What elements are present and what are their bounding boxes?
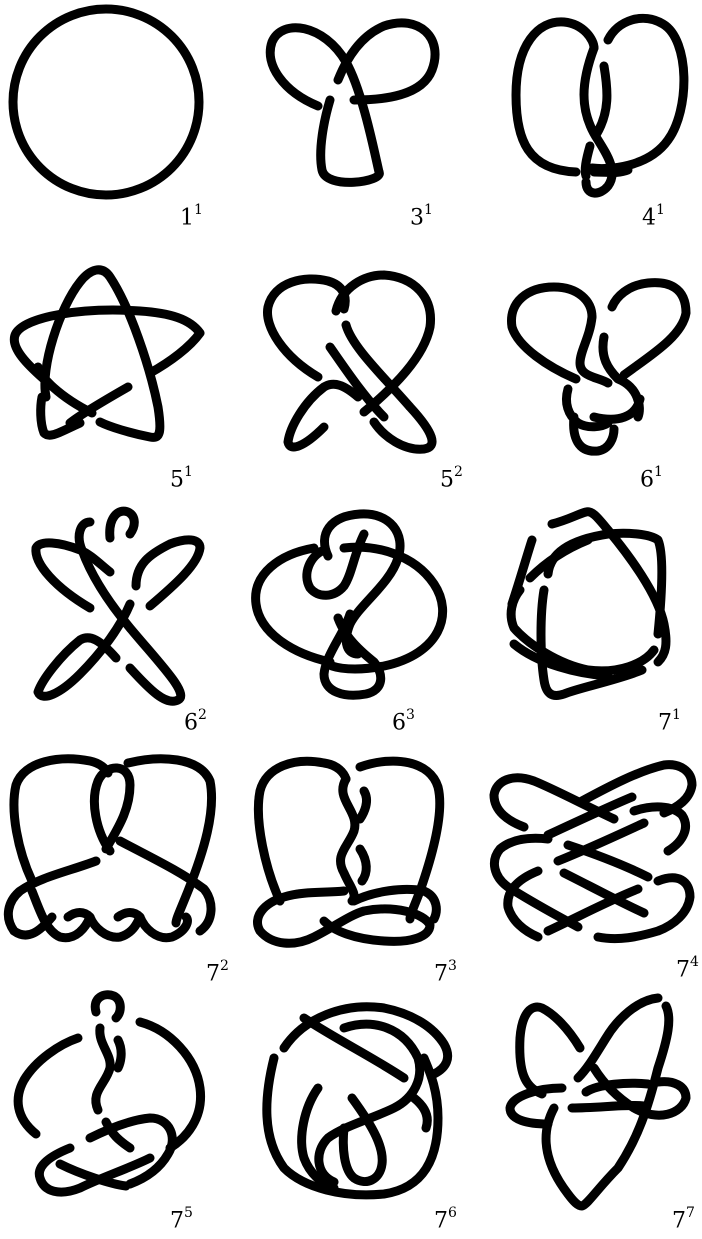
- knot-label-7-5: 75: [170, 1208, 193, 1232]
- knot-label-5-1: 51: [170, 467, 193, 491]
- knot-label-3-1: 31: [410, 205, 433, 229]
- knot-cell-7-1: 71: [468, 494, 702, 741]
- knot-diagram-5-2: [234, 247, 468, 494]
- knot-cell-5-2: 52: [234, 247, 468, 494]
- knot-label-4-1: 41: [642, 205, 665, 229]
- knot-label-5-2: 52: [440, 467, 463, 491]
- knot-label-7-3: 73: [434, 961, 457, 985]
- knot-label-7-1: 71: [658, 710, 681, 734]
- knot-cell-4-1: 41: [468, 0, 702, 247]
- knot-diagram-6-3: [234, 494, 468, 741]
- knot-diagram-7-1: [468, 494, 702, 741]
- knot-label-6-3: 63: [392, 710, 415, 734]
- knot-diagram-5-1: [0, 247, 234, 494]
- knot-diagram-4-1: [468, 0, 702, 247]
- knot-cell-7-4: 74: [468, 741, 702, 988]
- knot-label-7-7: 77: [672, 1208, 695, 1232]
- knot-label-1-1: 11: [180, 205, 203, 229]
- knot-cell-7-7: 77: [468, 988, 702, 1235]
- knot-cell-6-2: 62: [0, 494, 234, 741]
- knot-label-7-4: 74: [676, 957, 699, 981]
- knot-cell-7-5: 75: [0, 988, 234, 1235]
- knot-label-6-2: 62: [184, 710, 207, 734]
- knot-cell-7-3: 73: [234, 741, 468, 988]
- knot-diagram-7-4: [468, 741, 702, 988]
- knot-cell-7-2: 72: [0, 741, 234, 988]
- knot-diagram-7-2: [0, 741, 234, 988]
- knot-cell-6-1: 61: [468, 247, 702, 494]
- knot-cell-5-1: 51: [0, 247, 234, 494]
- knot-cell-1-1: 11: [0, 0, 234, 247]
- knot-cell-6-3: 63: [234, 494, 468, 741]
- knot-cell-7-6: 76: [234, 988, 468, 1235]
- knot-label-7-2: 72: [206, 961, 229, 985]
- knot-label-6-1: 61: [640, 467, 663, 491]
- knot-diagram-7-3: [234, 741, 468, 988]
- knot-cell-3-1: 31: [234, 0, 468, 247]
- knot-diagram-6-2: [0, 494, 234, 741]
- knot-diagram-7-6: [234, 988, 468, 1235]
- knot-diagram-7-5: [0, 988, 234, 1235]
- knot-diagram-7-7: [468, 988, 702, 1235]
- knot-diagram-6-1: [468, 247, 702, 494]
- knot-label-7-6: 76: [434, 1208, 457, 1232]
